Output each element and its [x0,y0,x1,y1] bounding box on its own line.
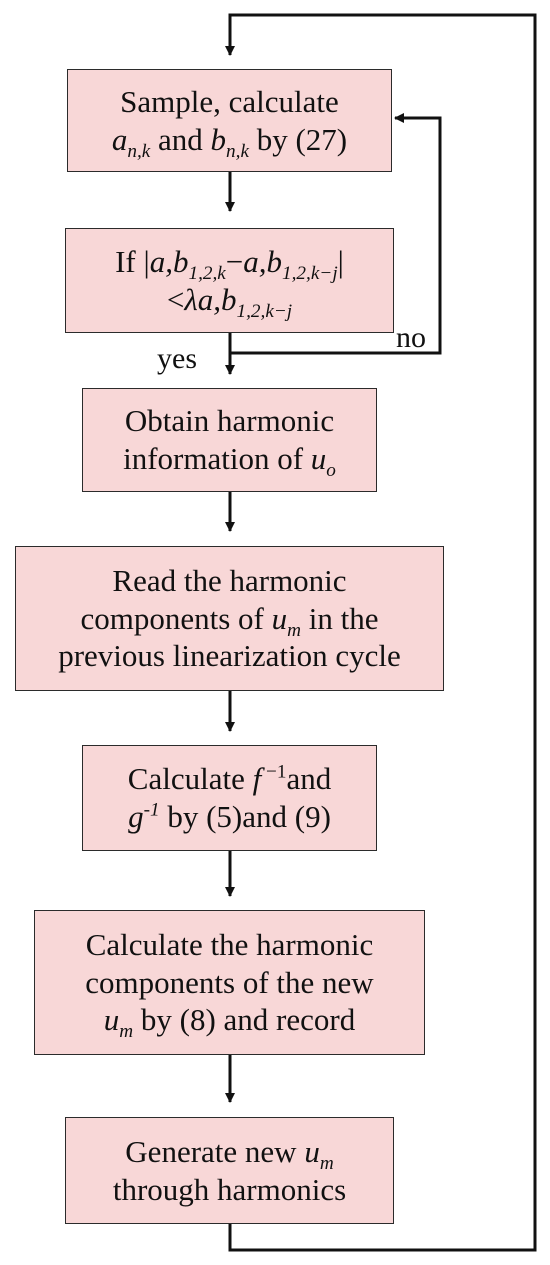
node-calcnew-line-1: Calculate the harmonic [85,926,374,962]
node-calculate-new-components: Calculate the harmonic components of the… [34,910,425,1055]
node-calcnew-var-u: u [103,1002,120,1038]
edge-label-yes: yes [157,342,197,375]
node-check-minus: − [225,243,244,279]
node-check-sub-b: 1,2,k−j [282,262,338,284]
node-sample-ref: by (27) [248,121,348,157]
node-calcnew-text: Calculate the harmonic components of the… [85,926,374,1042]
node-read-line-3: previous linearization cycle [58,638,401,674]
node-check-sub-a: 1,2,k [188,262,226,284]
node-read-var-u: u [271,600,288,636]
node-obtain-var-u: u [310,441,327,476]
node-read-line-2-prefix: components of [80,600,272,636]
node-obtain-harmonic-info: Obtain harmonic information of uo [82,388,377,492]
node-calcnew-line-3-suffix: by (8) and record [133,1002,356,1038]
node-calcnew-line-2: components of the new [85,964,374,1000]
node-sample-var-a: a [111,121,128,157]
node-read-line-1: Read the harmonic [112,562,347,598]
node-sample-and: and [150,121,211,157]
node-calcnew-sub-m: m [119,1021,134,1043]
node-read-line-2-suffix: in the [301,600,379,636]
node-calcfg-line-2-suffix: by (5)and (9) [159,799,331,834]
node-read-sub-m: m [287,619,301,641]
node-sample-sub-b: n,k [226,140,249,162]
node-check-condition: If |a,b1,2,k−a,b1,2,k−j| <λa,b1,2,k−j [65,228,394,333]
node-sample-sub-a: n,k [127,140,151,162]
node-obtain-line-2: information of [123,441,311,476]
node-obtain-line-1: Obtain harmonic [124,403,335,439]
node-sample-text: Sample, calculate an,k and bn,k by (27) [111,83,348,162]
node-obtain-sub-o: o [326,460,336,482]
node-generate-line-1-prefix: Generate new [125,1133,305,1169]
node-generate-new-um: Generate new um through harmonics [65,1117,394,1224]
node-calcfg-line-1-prefix: Calculate [127,761,253,797]
node-calcfg-var-f: f [252,761,262,797]
node-calcfg-sup-g: -1 [143,799,160,821]
node-check-var-b: a,b [243,243,283,279]
node-sample-line-1: Sample, calculate [120,83,339,119]
node-check-line-1-suffix: | [337,243,344,279]
node-check-text: If |a,b1,2,k−a,b1,2,k−j| <λa,b1,2,k−j [115,243,344,322]
node-calcfg-text: Calculate f −1and g-1 by (5)and (9) [128,760,331,836]
node-read-components: Read the harmonic components of um in th… [15,546,444,691]
node-check-lambda-var: λa,b [184,281,237,317]
node-check-var-a: a,b [149,243,189,279]
node-generate-line-2: through harmonics [112,1171,347,1207]
node-calcfg-sup-f: −1 [261,761,287,783]
node-generate-var-u: u [304,1133,320,1169]
node-generate-sub-m: m [319,1152,334,1174]
node-generate-text: Generate new um through harmonics [113,1133,346,1209]
node-check-line-1-prefix: If | [115,243,150,279]
node-calcfg-line-1-suffix: and [286,761,332,797]
node-read-text: Read the harmonic components of um in th… [58,562,401,675]
arrow-no-feedback [230,113,442,355]
node-calculate-inverse-functions: Calculate f −1and g-1 by (5)and (9) [82,745,377,851]
node-calcfg-var-g: g [128,799,144,834]
node-obtain-text: Obtain harmonic information of uo [123,402,336,482]
loop-back-line-to-start [225,13,537,1252]
edge-label-no: no [396,321,426,354]
node-check-lambda-sub: 1,2,k−j [236,300,293,322]
node-sample-var-b: b [210,121,227,157]
node-sample-calculate: Sample, calculate an,k and bn,k by (27) [67,69,392,172]
node-check-line-2-prefix: < [166,281,185,317]
